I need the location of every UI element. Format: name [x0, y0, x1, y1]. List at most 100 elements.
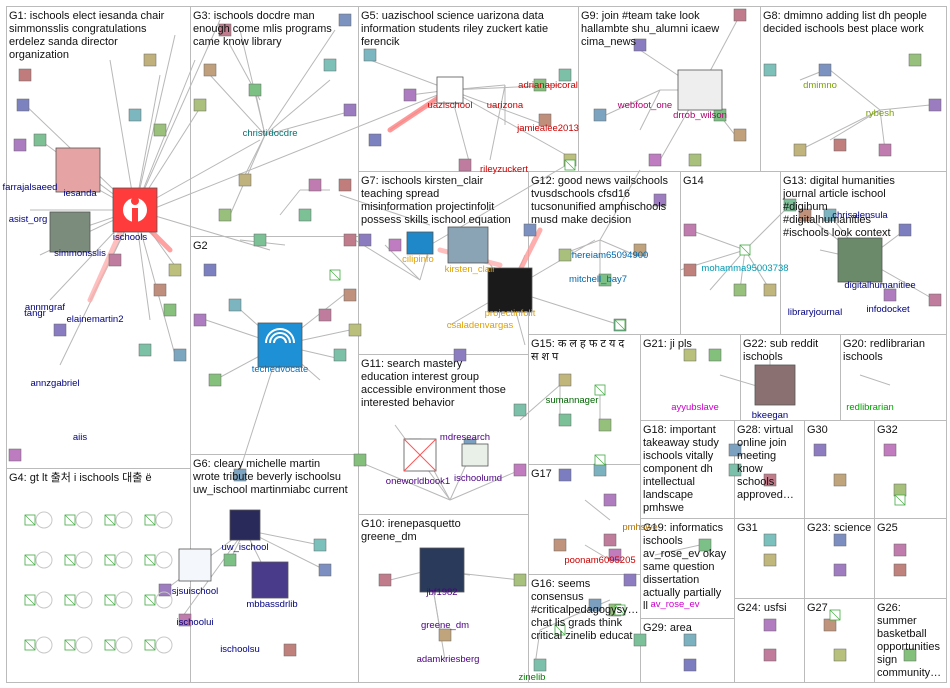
group-label-line: greene_dm — [361, 531, 417, 543]
node-thumbnail — [218, 23, 232, 37]
node-thumbnail — [33, 133, 47, 147]
group-labels: G1: ischools elect iesanda chairsimmonss… — [9, 10, 941, 679]
uazischool-logo — [436, 76, 464, 104]
node-label: csaladenvargas — [447, 320, 514, 331]
node-thumbnail — [558, 373, 572, 387]
node-thumbnail — [763, 533, 777, 547]
group-label-line: #ischools look context — [783, 227, 891, 239]
blank-node-icon — [614, 319, 626, 331]
group-label-line: G6: cleary michelle martin — [193, 458, 320, 470]
group-label-line: G21: ji pls — [643, 338, 692, 350]
group-label-line: tvusdschools cfsd16 — [531, 188, 630, 200]
group-box-g14 — [680, 171, 781, 335]
edge — [829, 69, 881, 111]
group-label-line: wrote tribute beverly ischoolsu — [192, 471, 341, 483]
node-label: ischoolsu — [220, 644, 260, 655]
group-label-line: approved… — [737, 489, 794, 501]
node-thumbnail — [163, 303, 177, 317]
blank-node-icon — [144, 639, 156, 651]
node-thumbnail — [523, 223, 537, 237]
node-thumbnail — [763, 283, 777, 297]
wifi-book-icon — [273, 336, 287, 344]
group-label-line: #digitalhumanities — [783, 214, 872, 226]
group-label-line: G16: seems — [531, 578, 591, 590]
group-label-line: av_rose_ev okay — [643, 548, 727, 560]
edge — [354, 239, 421, 281]
avatar — [49, 211, 91, 253]
edge — [859, 374, 891, 386]
node-label: ischoolumd — [454, 473, 502, 484]
group-label-line: erdelez sanda director — [9, 36, 118, 48]
node-thumbnail — [353, 453, 367, 467]
group-label-line: journal article ischool — [782, 188, 886, 200]
group-label-line: G20: redlibrarian — [843, 338, 925, 350]
self-loop — [75, 591, 93, 609]
node-thumbnail — [343, 233, 357, 247]
group-label-line: tucsonunified amphischools — [531, 201, 667, 213]
node-thumbnail — [343, 103, 357, 117]
group-label-line: G19: informatics — [643, 522, 724, 534]
edge — [279, 189, 301, 216]
group-label-line: interested behavior — [361, 397, 455, 409]
node-thumbnail — [733, 8, 747, 22]
group-label-line: accessible environment those — [361, 384, 506, 396]
node-thumbnail — [653, 193, 667, 207]
uw-ischool-logo — [229, 509, 261, 541]
bkeegan-photo — [754, 364, 796, 406]
node-label: digitalhumanitiee — [844, 280, 915, 291]
node-label: annzgabriel — [30, 378, 79, 389]
node-thumbnail — [253, 233, 267, 247]
edge — [264, 79, 331, 136]
node-thumbnail — [538, 113, 552, 127]
node-thumbnail — [633, 243, 647, 257]
edge — [689, 229, 746, 251]
node-thumbnail — [893, 543, 907, 557]
node-label: simmonsslis — [54, 248, 106, 259]
node-label: greene_dm — [421, 620, 469, 631]
blank-node-icon — [739, 244, 751, 256]
node-thumbnail — [16, 98, 30, 112]
group-label-line: education interest group — [361, 371, 479, 383]
node-label: mitchell_bay7 — [569, 274, 627, 285]
node-thumbnail — [223, 553, 237, 567]
group-label-line: intellectual — [643, 476, 695, 488]
node-label: sjsuischool — [172, 586, 218, 597]
group-label-line: pmhswe — [643, 502, 684, 514]
group-box-g26 — [874, 598, 947, 683]
group-label-line: summer — [877, 615, 917, 627]
mbbassdrlib-photo — [251, 561, 289, 599]
blank-node-icon — [894, 494, 906, 506]
node-label: jbf1982 — [425, 587, 457, 598]
group-label-line: teaching spread — [361, 188, 439, 200]
node-thumbnail — [513, 573, 527, 587]
group-label-line: enough come mlis programs — [193, 23, 332, 35]
node-thumbnail — [633, 38, 647, 52]
node-label: uarizona — [487, 100, 524, 111]
group-label-line: ischools — [643, 535, 683, 547]
node-thumbnail — [903, 648, 917, 662]
edge — [879, 104, 931, 111]
node-thumbnail — [813, 443, 827, 457]
group-label-line: G28: virtual — [737, 424, 793, 436]
node-thumbnail — [763, 648, 777, 662]
node-label: av_rose_ev — [650, 599, 699, 610]
wifi-book-icon — [269, 332, 291, 344]
edge — [339, 194, 431, 226]
group-label-line: online join — [737, 437, 787, 449]
edge — [744, 204, 791, 251]
node-thumbnail — [558, 413, 572, 427]
node-thumbnail — [193, 98, 207, 112]
edge — [354, 459, 451, 501]
self-loop — [155, 636, 173, 654]
edge — [584, 499, 611, 521]
node-thumbnail — [588, 598, 602, 612]
group-label-line: G15: क ल ह फ ट य द — [531, 338, 624, 350]
blank-node-icon — [64, 639, 76, 651]
group-label-line: basketball — [877, 628, 927, 640]
group-label-line: organization — [9, 49, 69, 61]
node-thumbnail — [893, 563, 907, 577]
group-label-line: possess skills ischool equation — [361, 214, 511, 226]
self-loop — [35, 511, 53, 529]
group-label-line: G3: ischools docdre man — [193, 10, 315, 22]
node-labels: iesandaischoolssimmonsslisannmgrafelaine… — [3, 80, 916, 683]
